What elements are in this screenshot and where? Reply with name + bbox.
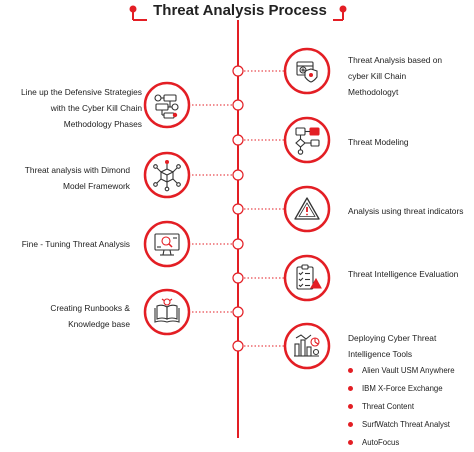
step-line: Intelligence Tools	[348, 349, 413, 359]
bullet-dot	[348, 386, 353, 391]
list-item: Alien Vault USM Anywhere	[348, 362, 455, 380]
tool-label: AutoFocus	[362, 438, 400, 447]
bracket-dot-left	[129, 5, 137, 13]
step-left-4: Creating Runbooks & Knowledge base	[50, 300, 130, 332]
step-line: Methodologyt	[348, 87, 399, 97]
timeline-diagram	[129, 5, 347, 438]
step-line: Model Framework	[62, 181, 130, 191]
step-left-1: Line up the Defensive Strategies with th…	[21, 84, 142, 132]
list-item: IBM X-Force Exchange	[348, 380, 455, 398]
analytics-tools-icon	[294, 334, 320, 357]
step-line: Threat Modeling	[348, 137, 409, 147]
step-line: cyber Kill Chain	[348, 71, 407, 81]
tool-label: Alien Vault USM Anywhere	[362, 366, 455, 375]
step-line: with the Cyber Kill Chain	[50, 103, 142, 113]
network-cube-icon	[153, 160, 181, 192]
bracket-dot-right	[339, 5, 347, 13]
timeline-node	[232, 99, 244, 111]
step-right-4: Threat Intelligence Evaluation	[348, 266, 458, 282]
timeline-node	[232, 238, 244, 250]
timeline-node	[232, 272, 244, 284]
step-line: Methodology Phases	[63, 119, 142, 129]
step-line: Creating Runbooks &	[50, 303, 130, 313]
tools-list: Alien Vault USM Anywhere IBM X-Force Exc…	[348, 362, 455, 452]
bullet-dot	[348, 368, 353, 373]
shield-gear-icon	[296, 61, 318, 83]
tool-label: IBM X-Force Exchange	[362, 384, 443, 393]
strategy-flow-icon	[154, 94, 179, 119]
bullet-dot	[348, 404, 353, 409]
timeline-node	[232, 169, 244, 181]
icon-ring	[283, 322, 331, 370]
timeline-node	[232, 340, 244, 352]
step-line: Fine - Tuning Threat Analysis	[21, 239, 130, 249]
icon-ring	[283, 254, 331, 302]
timeline-node	[232, 134, 244, 146]
list-item: SurfWatch Threat Analyst	[348, 416, 455, 434]
tool-label: SurfWatch Threat Analyst	[362, 420, 450, 429]
bullet-dot	[348, 422, 353, 427]
icon-ring	[143, 220, 191, 268]
timeline-node	[232, 306, 244, 318]
warning-triangle-icon	[294, 197, 320, 220]
icon-ring	[143, 81, 191, 129]
page-title: Threat Analysis Process	[153, 2, 327, 19]
step-line: Threat analysis with Dimond	[24, 165, 130, 175]
timeline-node	[232, 65, 244, 77]
tool-label: Threat Content	[362, 402, 415, 411]
step-line: Analysis using threat indicators	[348, 206, 464, 216]
list-item: AutoFocus	[348, 434, 455, 452]
flowchart-icon	[295, 127, 320, 155]
step-right-3: Analysis using threat indicators	[348, 203, 463, 219]
bullet-dot	[348, 440, 353, 445]
step-line: Deploying Cyber Threat	[348, 333, 437, 343]
step-right-1: Threat Analysis based on cyber Kill Chai…	[348, 52, 442, 100]
step-left-2: Threat analysis with Dimond Model Framew…	[25, 162, 130, 194]
step-right-5: Deploying Cyber Threat Intelligence Tool…	[348, 330, 436, 362]
step-line: Knowledge base	[68, 319, 130, 329]
icon-ring	[283, 116, 331, 164]
book-idea-icon	[154, 298, 180, 323]
step-left-3: Fine - Tuning Threat Analysis	[22, 236, 130, 252]
list-item: Threat Content	[348, 398, 455, 416]
clipboard-checklist-icon	[296, 264, 322, 290]
timeline-node	[232, 203, 244, 215]
step-line: Line up the Defensive Strategies	[20, 87, 142, 97]
search-monitor-icon	[154, 233, 180, 256]
step-line: Threat Intelligence Evaluation	[348, 269, 459, 279]
step-right-2: Threat Modeling	[348, 134, 409, 150]
step-line: Threat Analysis based on	[348, 55, 443, 65]
